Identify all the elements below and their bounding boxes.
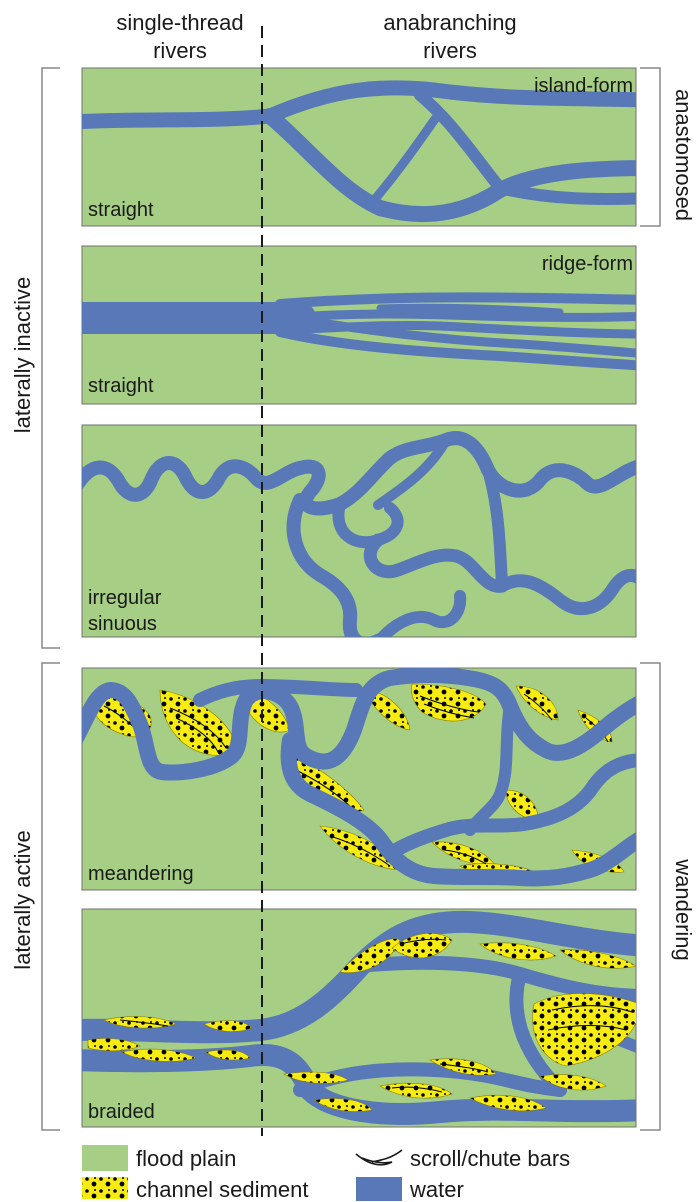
braid-bar: [283, 1071, 349, 1084]
panel2-label: straight: [88, 375, 154, 397]
legend-label-flood-plain: flood plain: [136, 1146, 236, 1171]
bracket-anastomosed: [640, 67, 661, 227]
label-anastomosed: anastomosed: [671, 89, 696, 221]
braid-bar: [532, 993, 636, 1067]
bracket-wandering: [640, 662, 661, 1131]
braid-bar: [313, 1098, 373, 1112]
braid-bar: [469, 1094, 547, 1112]
braid-bar: [87, 1038, 141, 1052]
legend-swatch-water: [356, 1177, 402, 1201]
panel5-label: braided: [88, 1101, 155, 1123]
point-bar: [363, 689, 411, 731]
braid-bar: [539, 1074, 607, 1091]
panel-meandering: meandering: [81, 667, 637, 891]
legend-swatch-channel-sediment: [82, 1177, 128, 1199]
panel1-label: straight: [88, 199, 154, 221]
panel3-label-line2: sinuous: [88, 613, 157, 635]
panel-straight-ridge-form: straight ridge-form: [81, 245, 637, 405]
label-laterally-inactive: laterally inactive: [10, 277, 35, 434]
header-single-thread-line2: rivers: [153, 38, 207, 63]
label-wandering: wandering: [671, 858, 696, 961]
header-anabranching-line1: anabranching: [383, 10, 516, 35]
panel1-corner-label: island-form: [534, 75, 633, 97]
panel4-label: meandering: [88, 863, 194, 885]
bracket-laterally-inactive: [41, 67, 60, 649]
braid-bar: [121, 1048, 197, 1062]
point-bar: [515, 685, 559, 721]
braid-bar: [559, 949, 636, 969]
legend: flood plain channel sediment scroll/chut…: [82, 1145, 570, 1202]
panel-irregular-sinuous: irregular sinuous: [81, 424, 637, 638]
point-bar: [411, 683, 487, 722]
legend-label-water: water: [409, 1177, 464, 1202]
header-anabranching-line2: rivers: [423, 38, 477, 63]
panel3-label-line1: irregular: [88, 587, 162, 609]
panel-straight-island-form: straight island-form: [81, 67, 637, 227]
legend-label-scroll-bars: scroll/chute bars: [410, 1146, 570, 1171]
panel2-corner-label: ridge-form: [542, 253, 633, 275]
bracket-laterally-active: [41, 662, 60, 1131]
braid-bar: [205, 1049, 251, 1061]
braid-bar: [339, 938, 401, 973]
legend-label-channel-sediment: channel sediment: [136, 1177, 308, 1202]
braid-bar: [203, 1020, 253, 1032]
legend-swatch-flood-plain: [82, 1145, 128, 1171]
label-laterally-active: laterally active: [10, 830, 35, 969]
legend-scroll-bars-icon: [355, 1149, 403, 1166]
header-single-thread-line1: single-thread: [116, 10, 243, 35]
braid-bar: [479, 942, 557, 961]
panel-braided: braided: [81, 908, 637, 1128]
